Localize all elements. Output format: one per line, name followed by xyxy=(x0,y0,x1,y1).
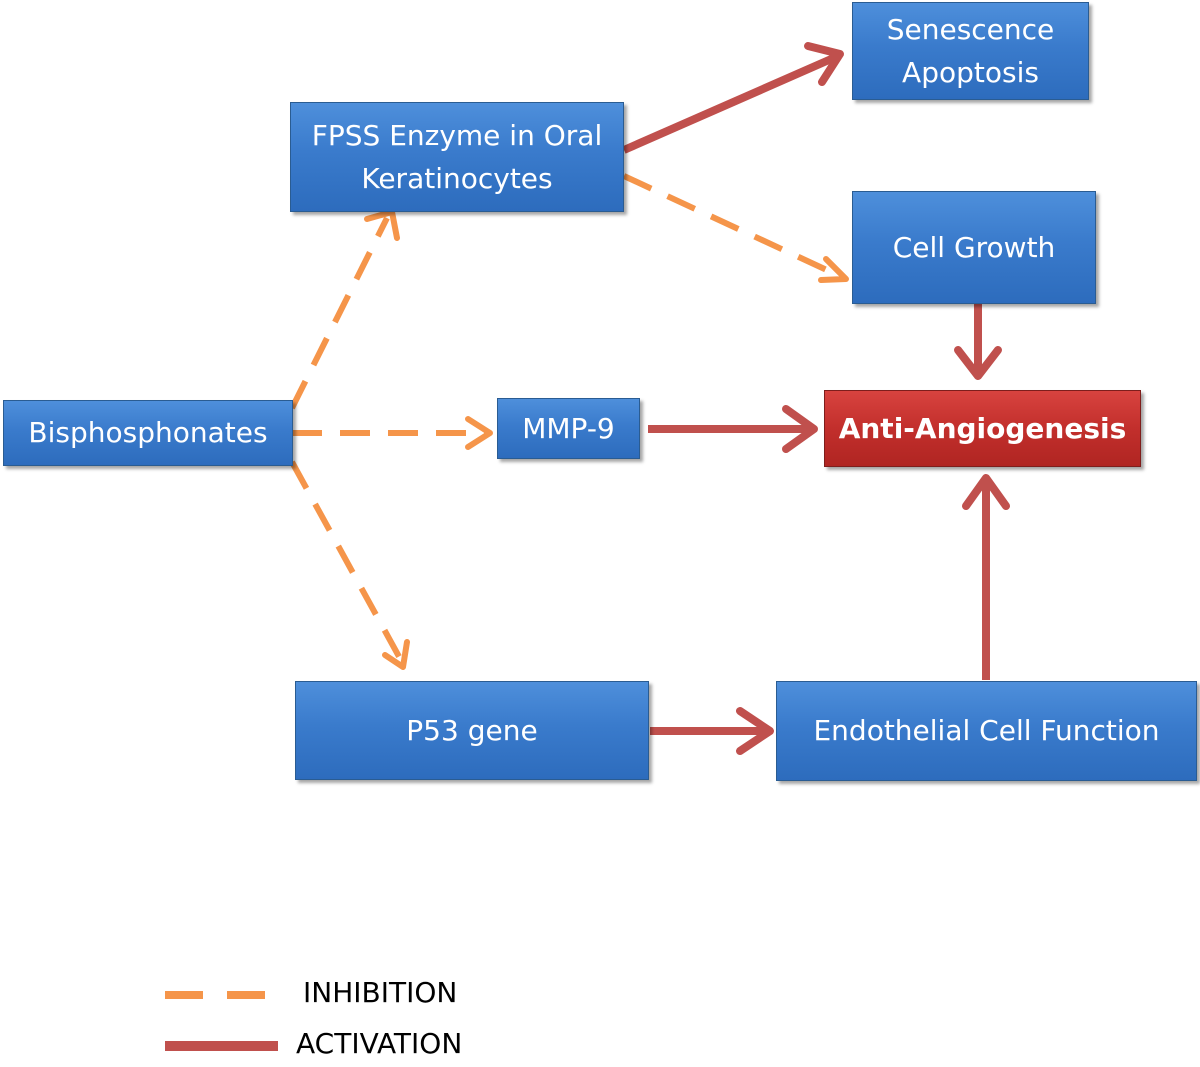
apoptosis-label: Apoptosis xyxy=(902,56,1039,89)
node-anti-angiogenesis: Anti-Angiogenesis xyxy=(824,390,1141,467)
legend-inhibition-label: INHIBITION xyxy=(303,976,458,1009)
bisphosphonates-label: Bisphosphonates xyxy=(28,416,268,450)
node-fpss-enzyme: FPSS Enzyme in Oral Keratinocytes xyxy=(290,102,624,212)
edge-fpss-to-senescence xyxy=(622,42,844,154)
edge-fpss-to-cell-growth xyxy=(622,173,849,283)
edge-bisphosphonates-to-mmp9 xyxy=(292,416,493,450)
edge-endothelial-to-anti-angiogenesis xyxy=(962,474,1010,680)
edge-bisphosphonates-to-p53 xyxy=(289,460,410,670)
legend-activation-label: ACTIVATION xyxy=(296,1027,463,1060)
p53-label: P53 gene xyxy=(406,713,538,747)
edge-mmp9-to-anti-angiogenesis xyxy=(648,405,818,453)
cell-growth-label: Cell Growth xyxy=(892,230,1056,264)
edge-p53-to-endothelial xyxy=(650,707,774,755)
fpss-label-line1: FPSS Enzyme in Oral xyxy=(311,118,603,152)
node-p53-gene: P53 gene xyxy=(295,681,649,780)
fpss-label-line2: Keratinocytes xyxy=(361,162,553,195)
mmp9-label: MMP-9 xyxy=(522,411,615,445)
node-bisphosphonates: Bisphosphonates xyxy=(3,400,293,466)
node-senescence-apoptosis: Senescence Apoptosis xyxy=(852,2,1089,100)
senescence-label: Senescence xyxy=(886,12,1055,46)
anti-angiogenesis-label: Anti-Angiogenesis xyxy=(838,411,1127,445)
node-mmp9: MMP-9 xyxy=(497,398,640,459)
endothelial-label: Endothelial Cell Function xyxy=(813,714,1160,748)
edge-bisphosphonates-to-fpss xyxy=(289,209,400,410)
edge-cell-growth-to-anti-angiogenesis xyxy=(954,304,1002,380)
node-endothelial-cell-function: Endothelial Cell Function xyxy=(776,681,1197,781)
node-cell-growth: Cell Growth xyxy=(852,191,1096,304)
